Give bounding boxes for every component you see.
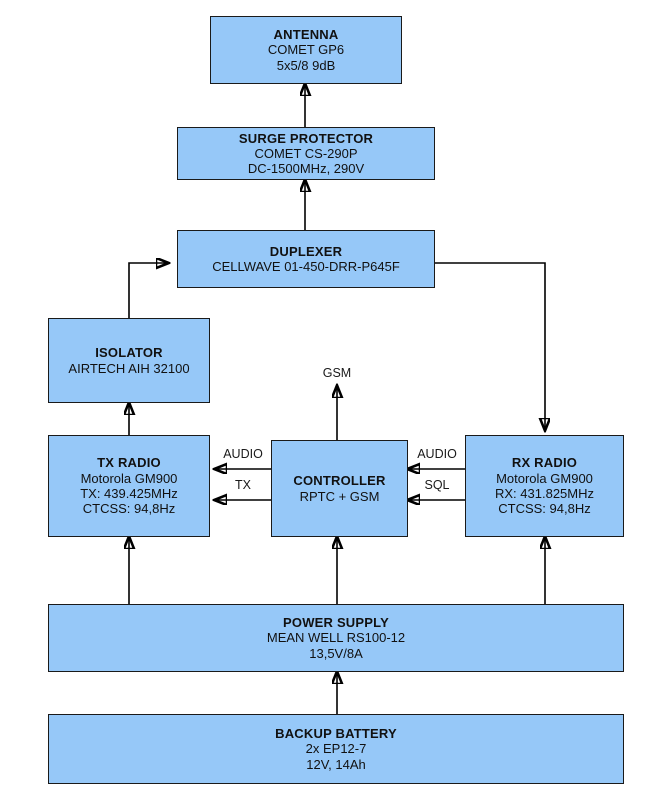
node-tx-radio-title: TX RADIO <box>97 455 161 471</box>
node-power-supply-line3: 13,5V/8A <box>309 645 363 661</box>
node-antenna[interactable]: ANTENNA COMET GP6 5x5/8 9dB <box>210 16 402 84</box>
edge-label-tx: TX <box>235 478 251 492</box>
node-rx-radio-line2: Motorola GM900 <box>496 470 593 486</box>
node-controller-title: CONTROLLER <box>293 473 386 489</box>
wire-duplexer-to-rx <box>435 262 545 430</box>
node-backup-battery-title: BACKUP BATTERY <box>275 726 397 741</box>
node-power-supply-title: POWER SUPPLY <box>283 615 389 630</box>
node-rx-radio-line3: RX: 431.825MHz <box>495 486 594 501</box>
node-rx-radio[interactable]: RX RADIO Motorola GM900 RX: 431.825MHz C… <box>465 435 624 537</box>
node-rx-radio-title: RX RADIO <box>511 455 578 471</box>
node-isolator-line2: AIRTECH AIH 32100 <box>68 360 190 376</box>
node-backup-battery-line3: 12V, 14Ah <box>306 756 366 772</box>
node-duplexer-line2: CELLWAVE 01-450-DRR-P645F <box>212 259 400 274</box>
node-isolator-title: ISOLATOR <box>95 345 163 361</box>
wire-isolator-to-duplexer <box>128 263 168 318</box>
node-antenna-line2: COMET GP6 <box>267 42 345 58</box>
node-backup-battery-line2: 2x EP12-7 <box>305 741 367 757</box>
edge-label-audio-rx: AUDIO <box>417 447 457 461</box>
node-backup-battery[interactable]: BACKUP BATTERY 2x EP12-7 12V, 14Ah <box>48 714 624 784</box>
node-power-supply[interactable]: POWER SUPPLY MEAN WELL RS100-12 13,5V/8A <box>48 604 624 672</box>
edge-label-gsm: GSM <box>322 366 352 380</box>
node-isolator[interactable]: ISOLATOR AIRTECH AIH 32100 <box>48 318 210 403</box>
node-antenna-title: ANTENNA <box>273 27 339 42</box>
node-tx-radio-line3: TX: 439.425MHz <box>80 486 178 501</box>
node-power-supply-line2: MEAN WELL RS100-12 <box>266 630 406 646</box>
node-controller[interactable]: CONTROLLER RPTC + GSM <box>271 440 408 537</box>
node-tx-radio[interactable]: TX RADIO Motorola GM900 TX: 439.425MHz C… <box>48 435 210 537</box>
node-controller-line2: RPTC + GSM <box>299 488 380 504</box>
node-surge-protector-line2: COMET CS-290P <box>254 145 358 161</box>
node-surge-protector[interactable]: SURGE PROTECTOR COMET CS-290P DC-1500MHz… <box>177 127 435 180</box>
node-duplexer-title: DUPLEXER <box>269 243 343 259</box>
node-tx-radio-line4: CTCSS: 94,8Hz <box>82 501 176 517</box>
edge-label-audio-tx: AUDIO <box>223 447 263 461</box>
node-surge-protector-line3: DC-1500MHz, 290V <box>247 161 365 177</box>
node-surge-protector-title: SURGE PROTECTOR <box>238 130 374 146</box>
node-antenna-line3: 5x5/8 9dB <box>276 57 336 73</box>
node-tx-radio-line2: Motorola GM900 <box>80 470 178 486</box>
edge-label-sql: SQL <box>424 478 450 492</box>
node-rx-radio-line4: CTCSS: 94,8Hz <box>498 501 591 517</box>
node-duplexer[interactable]: DUPLEXER CELLWAVE 01-450-DRR-P645F <box>177 230 435 288</box>
